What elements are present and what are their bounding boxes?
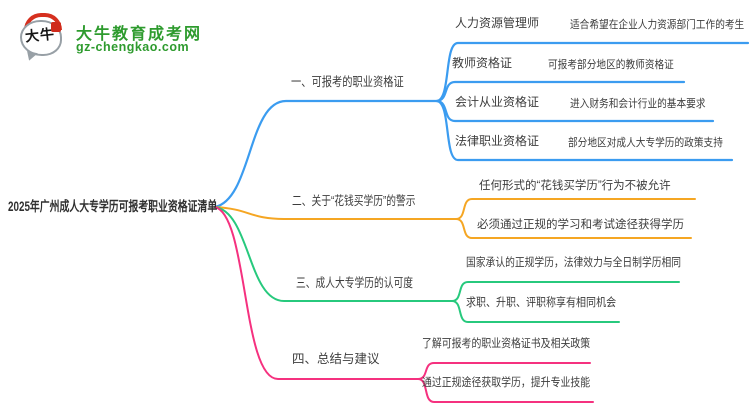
branch-4-child-1-label: 了解可报考的职业资格证书及相关政策 (422, 338, 591, 350)
branch-1-label: 一、可报考的职业资格证 (291, 75, 404, 89)
brand-name: 大牛教育成考网 (76, 26, 203, 43)
branch-1-child-2-desc: 可报考部分地区的教师资格证 (548, 59, 674, 71)
red-cap-shape (24, 13, 62, 30)
branch-4-lines (214, 206, 594, 403)
branch-2-child-1-label: 任何形式的“花钱买学历”行为不被允许 (479, 180, 671, 192)
branch-1-child-3-label: 会计从业资格证 (455, 95, 540, 109)
branch-1-child-1-label: 人力资源管理师 (455, 16, 540, 30)
branch-3-lines (214, 206, 680, 323)
red-seal-icon (51, 22, 61, 32)
branch-2-label: 二、关于“花钱买学历”的警示 (292, 194, 416, 208)
branch-3-child-1-label: 国家承认的正规学历，法律效力与全日制学历相同 (466, 257, 682, 269)
site-logo: 大牛 大牛教育成考网 gz-chengkao.com (20, 12, 250, 63)
branch-1-lines (213, 41, 750, 209)
site-url: gz-chengkao.com (76, 40, 190, 54)
branch-4-label: 四、总结与建议 (292, 352, 380, 366)
mindmap-root-title: 2025年广州成人大专学历可报考职业资格证清单 (8, 199, 218, 214)
branch-3-child-2-label: 求职、升职、评职称享有相同机会 (466, 297, 617, 309)
branch-1-child-2-label: 教师资格证 (452, 56, 513, 70)
branch-3-label: 三、成人大专学历的认可度 (296, 276, 414, 290)
branch-1-child-1-desc: 适合希望在企业人力资源部门工作的考生 (570, 19, 745, 31)
branch-1-child-3-desc: 进入财务和会计行业的基本要求 (570, 98, 706, 110)
branch-4-child-2-label: 通过正规途径获取学历，提升专业技能 (422, 377, 591, 389)
branch-1-child-4-label: 法律职业资格证 (455, 134, 540, 148)
bubble-tail-shape (25, 50, 38, 63)
branch-2-lines (214, 198, 696, 239)
speech-bubble-icon: 大牛 (20, 12, 72, 63)
bubble-shape (20, 20, 62, 56)
branch-2-child-2-label: 必须通过正规的学习和考试途径获得学历 (477, 219, 684, 231)
branch-1-child-4-desc: 部分地区对成人大专学历的政策支持 (568, 137, 723, 149)
